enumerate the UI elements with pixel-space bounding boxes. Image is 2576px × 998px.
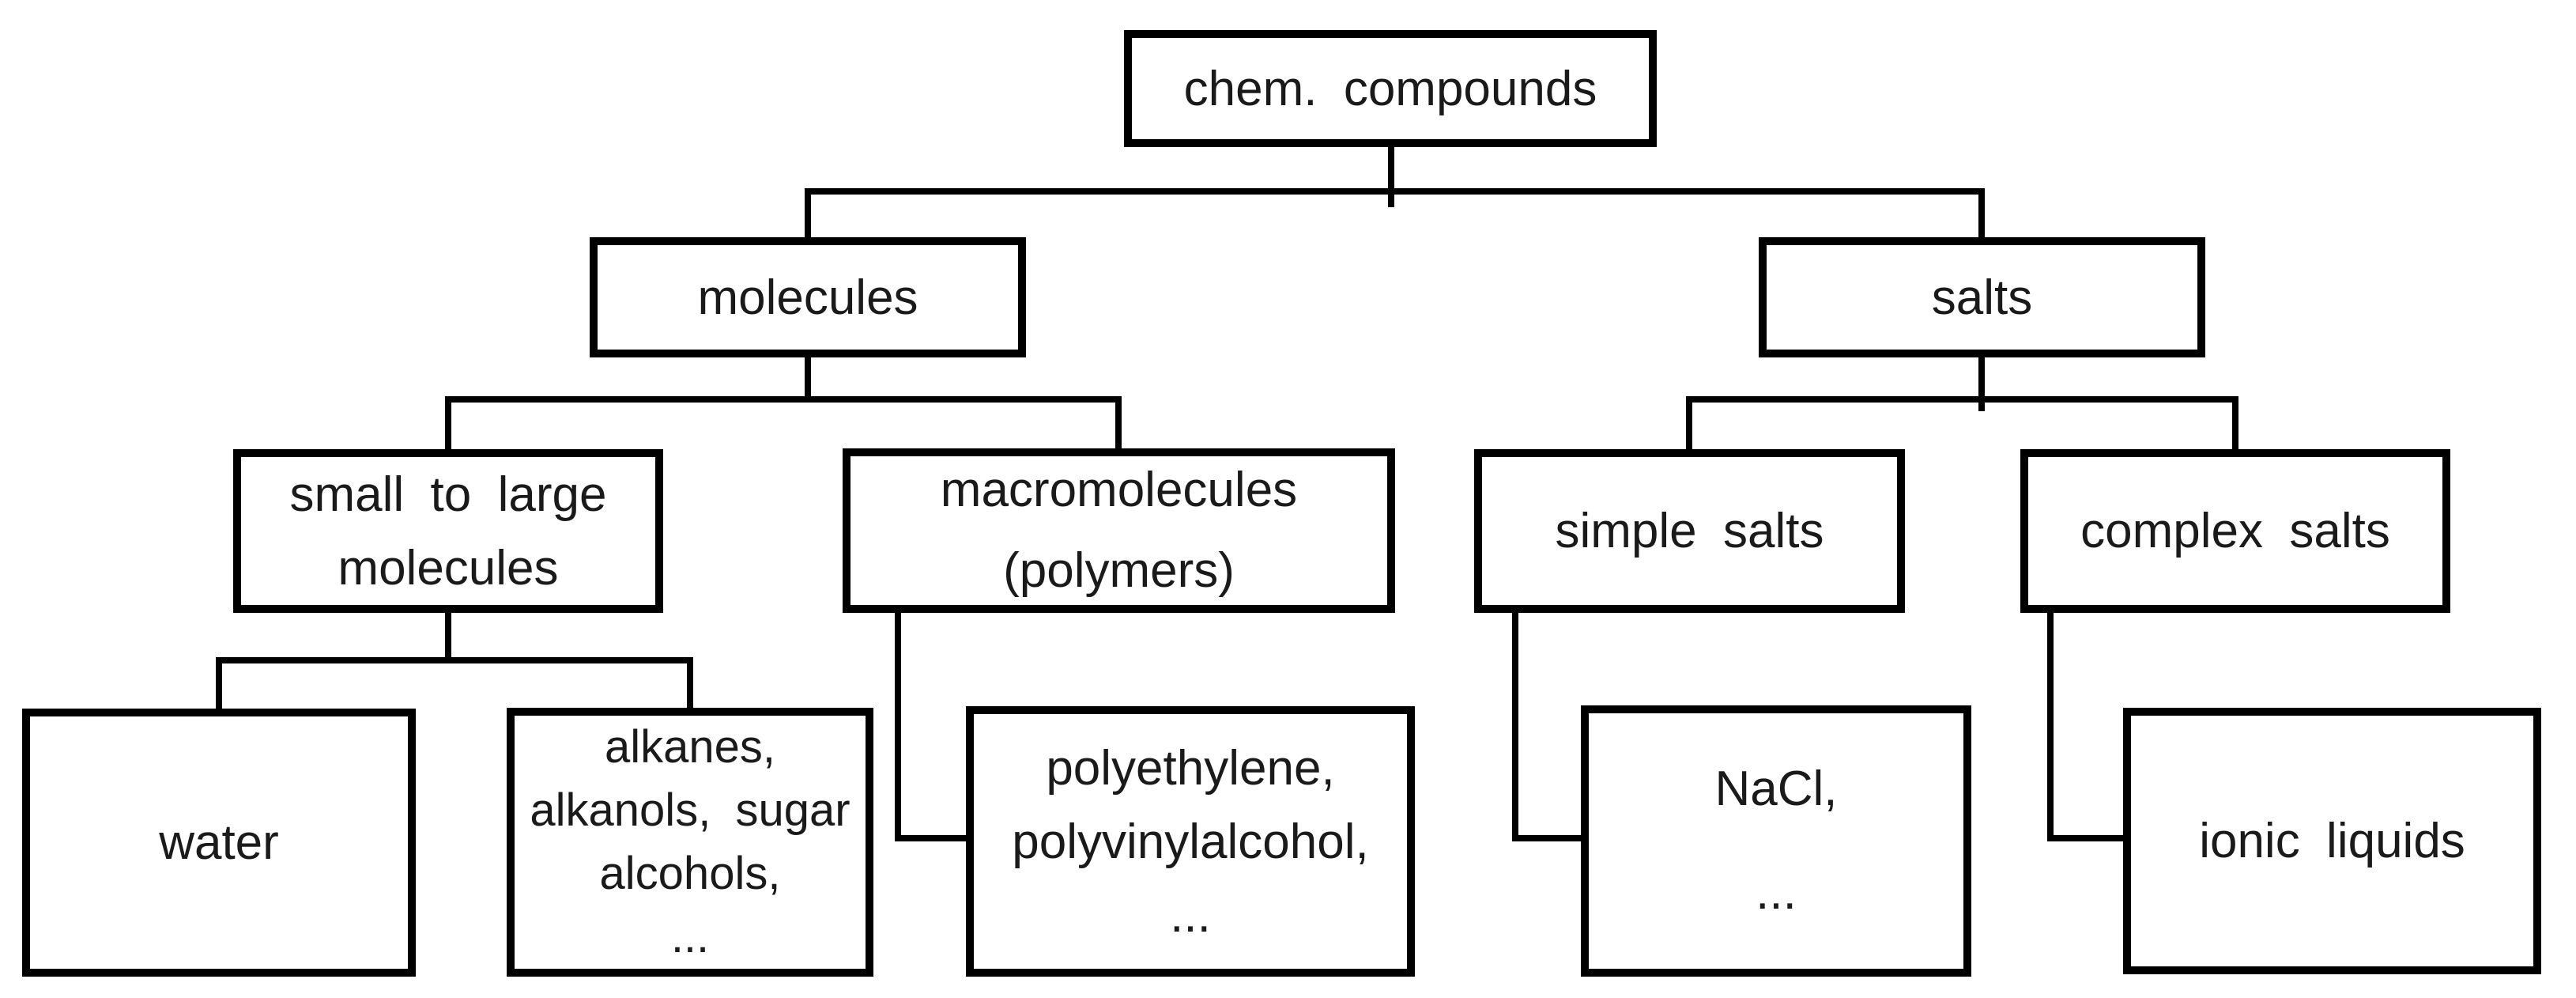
node-complex-salts-label: complex salts <box>2080 504 2390 558</box>
node-macromolecules-polymers-label: macromolecules (polymers) <box>940 462 1298 598</box>
node-molecules-label: molecules <box>697 270 918 325</box>
connector-complex-salts-elbow-vertical <box>2047 613 2054 841</box>
connector-salts-drop <box>1978 357 1985 411</box>
node-ionic-liquids-label: ionic liquids <box>2199 814 2465 868</box>
connector-macromolecules-elbow-horizontal <box>895 835 966 841</box>
node-polyethylene-polyvinylalcohol-label: polyethylene, polyvinylalcohol, ... <box>1012 740 1369 943</box>
node-complex-salts: complex salts <box>2020 449 2450 613</box>
connector-molecules-in <box>805 188 811 237</box>
node-water: water <box>22 709 416 977</box>
connector-macromolecules-in <box>1115 396 1122 448</box>
connector-complex-salts-elbow-horizontal <box>2047 835 2123 841</box>
node-water-label: water <box>159 815 279 870</box>
connector-alkanes-in <box>687 657 693 708</box>
connector-water-in <box>216 657 222 709</box>
connector-level1-bus <box>808 188 1985 195</box>
node-chem-compounds: chem. compounds <box>1124 30 1657 147</box>
connector-simple-salts-elbow-horizontal <box>1512 835 1581 841</box>
node-salts-label: salts <box>1931 270 2033 325</box>
connector-macromolecules-elbow-vertical <box>895 613 901 841</box>
connector-small-to-large-children-bus <box>219 657 693 663</box>
node-nacl: NaCl, ... <box>1581 705 1971 977</box>
connector-molecules-drop <box>805 357 811 403</box>
connector-simple-salts-elbow-vertical <box>1512 613 1518 841</box>
node-molecules: molecules <box>590 237 1026 357</box>
connector-salts-in <box>1978 188 1985 237</box>
connector-root-drop <box>1388 147 1394 207</box>
node-alkanes-alkanols-sugar-alcohols-label: alkanes, alkanols, sugar alcohols, ... <box>530 720 850 963</box>
node-small-to-large-molecules-label: small to large molecules <box>289 467 607 595</box>
node-chem-compounds-label: chem. compounds <box>1183 61 1597 116</box>
node-simple-salts-label: simple salts <box>1555 504 1824 558</box>
connector-complex-salts-in <box>2232 396 2238 449</box>
node-small-to-large-molecules: small to large molecules <box>233 449 663 613</box>
node-nacl-label: NaCl, ... <box>1714 762 1838 920</box>
connector-molecules-children-bus <box>448 396 1122 403</box>
node-macromolecules-polymers: macromolecules (polymers) <box>843 448 1395 613</box>
node-polyethylene-polyvinylalcohol: polyethylene, polyvinylalcohol, ... <box>966 706 1415 977</box>
connector-small-to-large-in <box>445 396 451 449</box>
node-salts: salts <box>1759 237 2205 357</box>
connector-small-to-large-drop <box>445 613 451 663</box>
node-simple-salts: simple salts <box>1474 449 1905 613</box>
connector-simple-salts-in <box>1686 396 1692 449</box>
connector-salts-children-bus <box>1689 396 2238 403</box>
node-ionic-liquids: ionic liquids <box>2123 708 2541 974</box>
node-alkanes-alkanols-sugar-alcohols: alkanes, alkanols, sugar alcohols, ... <box>507 708 873 977</box>
